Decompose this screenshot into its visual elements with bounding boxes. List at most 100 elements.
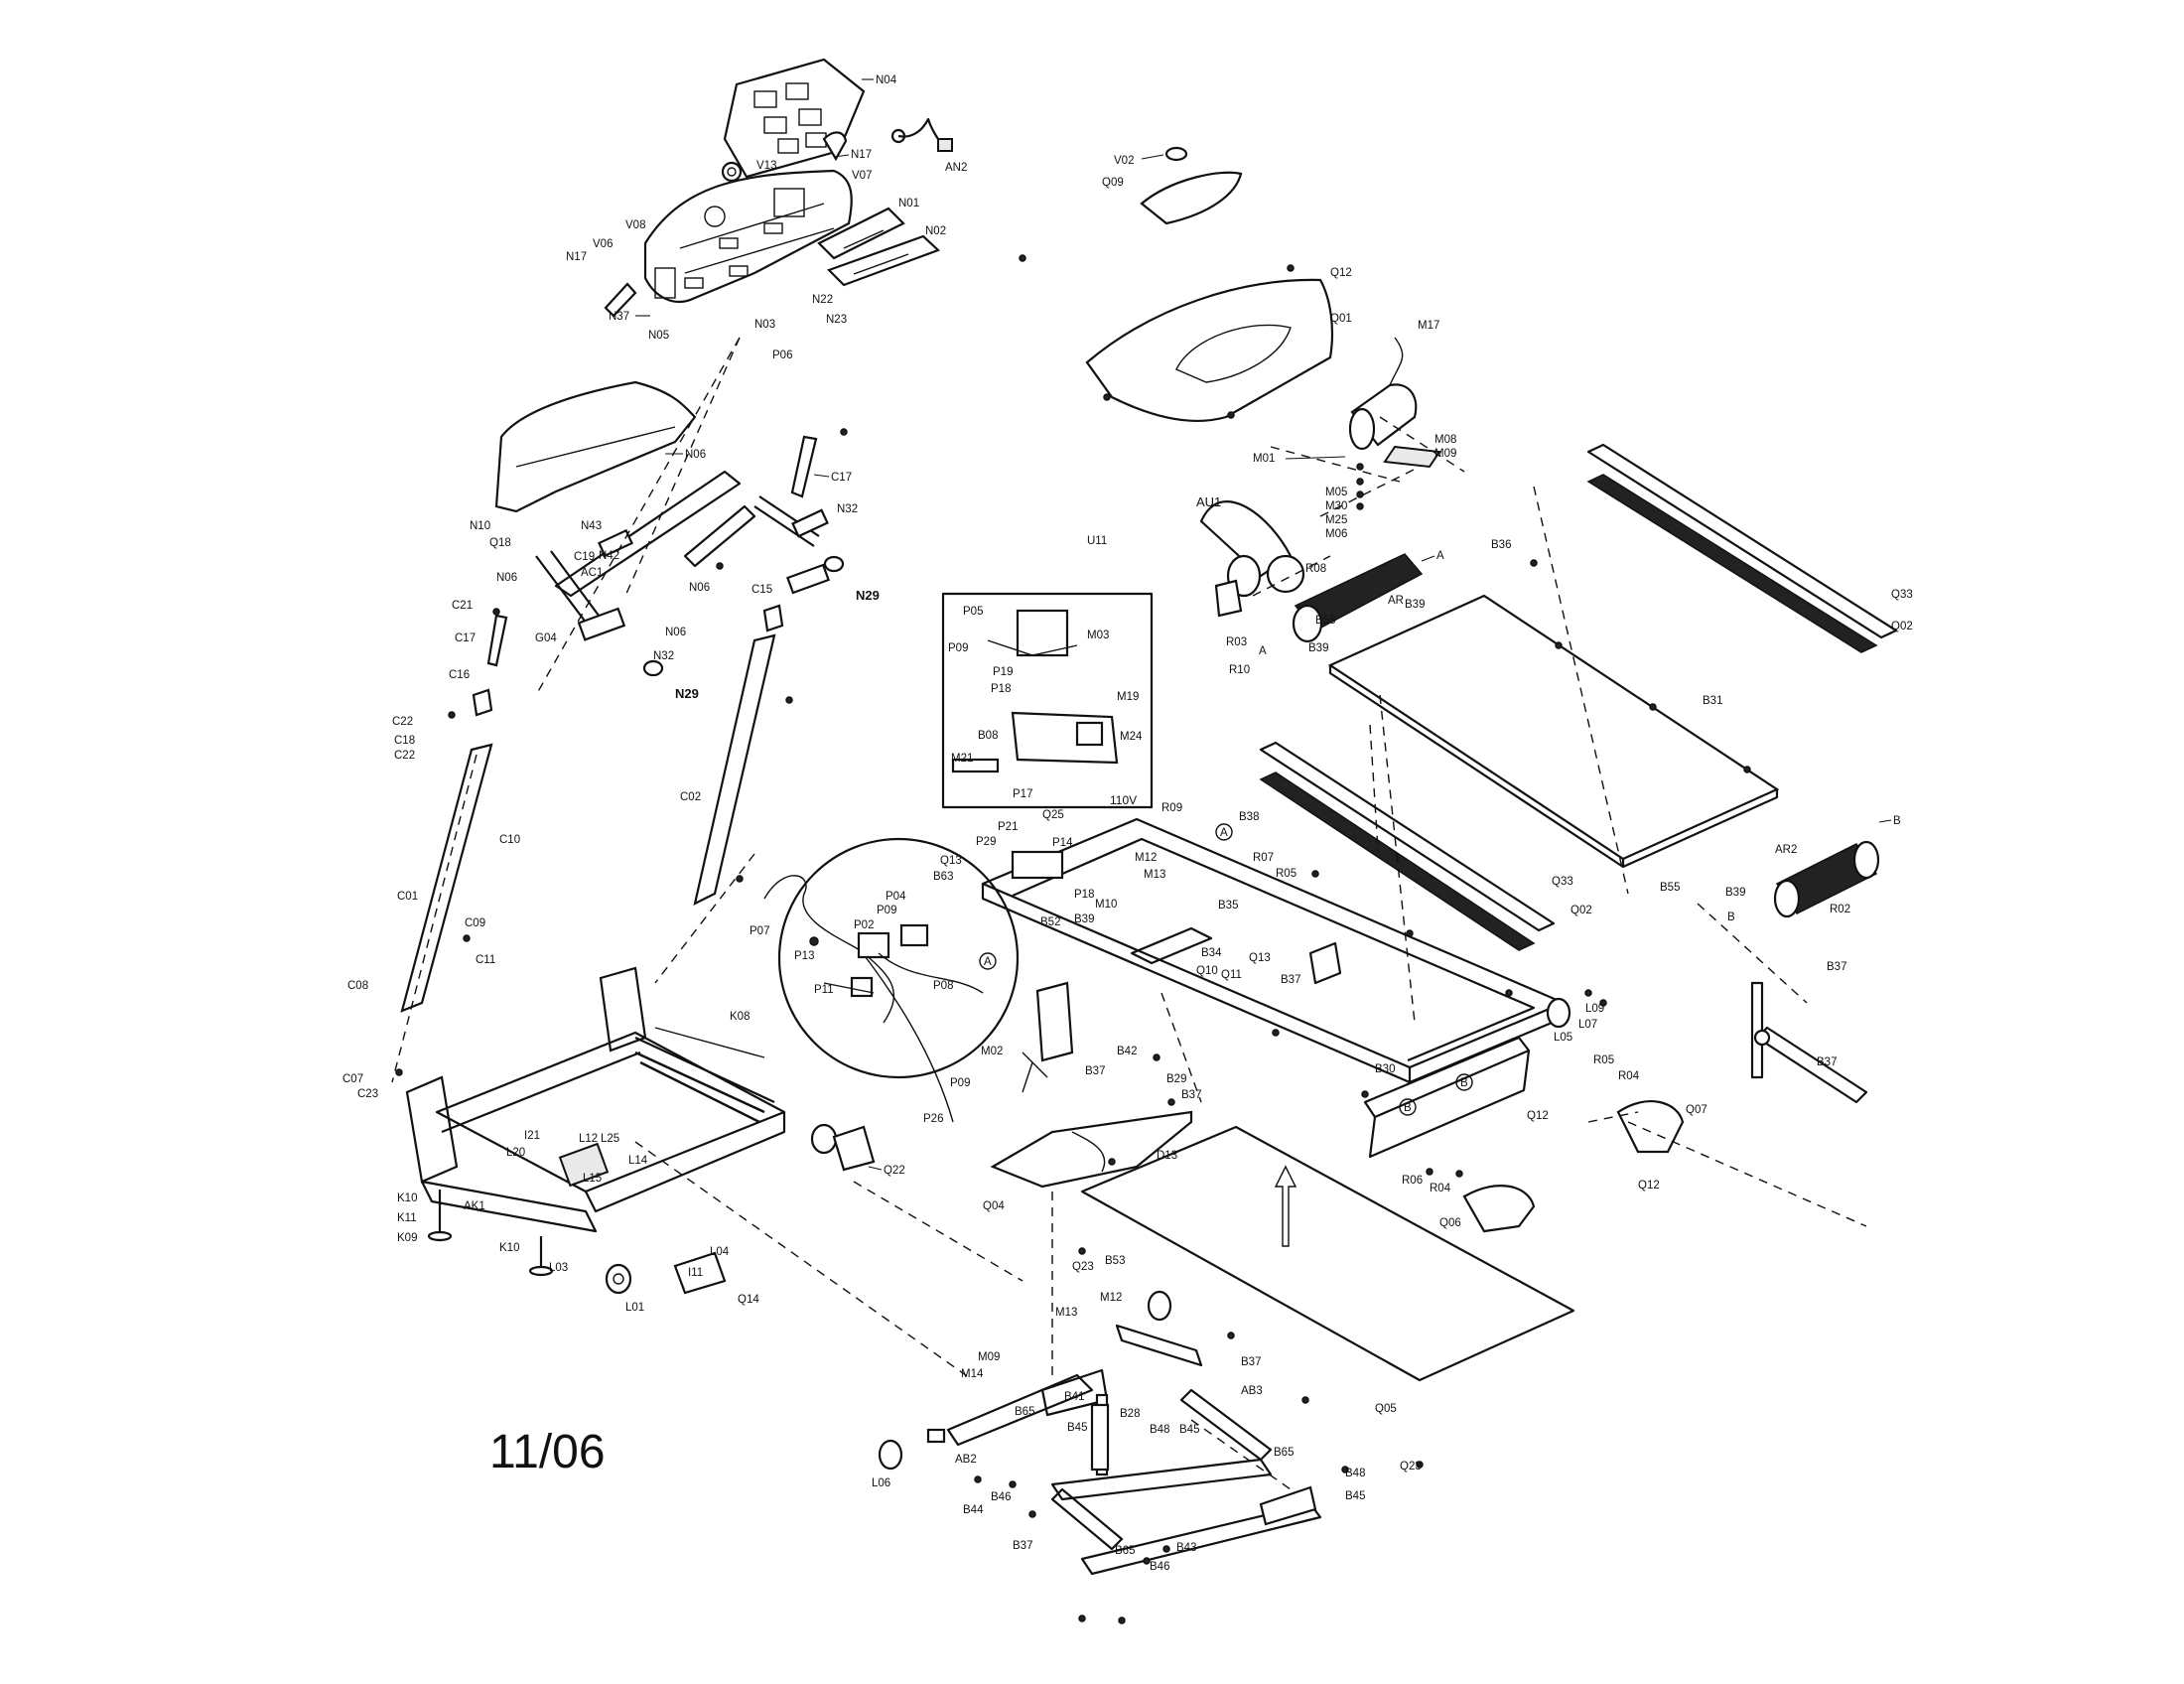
svg-text:L14: L14 — [628, 1155, 648, 1167]
svg-text:Q09: Q09 — [1102, 177, 1124, 189]
svg-text:Q18: Q18 — [489, 537, 511, 549]
svg-text:M17: M17 — [1418, 320, 1439, 332]
callout-m24: M24 — [1120, 731, 1143, 743]
callout-n29b: N29 — [675, 686, 699, 701]
svg-text:AB2: AB2 — [955, 1454, 977, 1466]
svg-text:K10: K10 — [397, 1193, 417, 1204]
svg-text:AR: AR — [1388, 595, 1404, 607]
svg-text:Q06: Q06 — [1439, 1217, 1461, 1229]
svg-text:Q33: Q33 — [1891, 589, 1913, 601]
svg-text:V06: V06 — [593, 238, 613, 250]
callout-p11: P11 — [814, 984, 834, 996]
svg-text:B36: B36 — [1491, 539, 1511, 551]
callout-l09: L09 — [1585, 1003, 1604, 1015]
svg-text:AU1: AU1 — [1196, 494, 1221, 509]
svg-text:Q13: Q13 — [1249, 952, 1271, 964]
svg-text:M06: M06 — [1325, 528, 1347, 540]
svg-text:P29: P29 — [976, 836, 996, 848]
callout-b42: B42 — [1117, 1046, 1137, 1057]
callout-k10a: K10 — [397, 1193, 417, 1204]
callout-q23a: Q23 — [1072, 1261, 1094, 1273]
svg-text:P14: P14 — [1052, 837, 1073, 849]
wheel-l05 — [1546, 997, 1571, 1029]
svg-text:B39: B39 — [1725, 887, 1745, 899]
svg-text:M01: M01 — [1253, 453, 1275, 465]
svg-text:N04: N04 — [876, 74, 897, 86]
svg-text:L01: L01 — [625, 1302, 644, 1314]
svg-text:M02: M02 — [981, 1046, 1003, 1057]
callout-m25: M25 — [1325, 514, 1347, 526]
callout-q02a: Q02 — [1891, 621, 1913, 632]
callout-c07: C07 — [342, 1073, 363, 1085]
svg-text:V08: V08 — [625, 219, 645, 231]
svg-text:B65: B65 — [1274, 1447, 1294, 1459]
callout-m14: M14 — [961, 1368, 984, 1380]
callout-b55b: B55 — [1660, 882, 1680, 894]
deck-b31 — [1327, 594, 1780, 861]
svg-text:C23: C23 — [357, 1088, 378, 1100]
svg-text:M14: M14 — [961, 1368, 984, 1380]
callout-r03: R03 — [1226, 636, 1247, 648]
callout-d13: D13 — [1157, 1150, 1177, 1162]
svg-text:Q12: Q12 — [1527, 1110, 1549, 1122]
svg-text:M19: M19 — [1117, 691, 1139, 703]
svg-text:B45: B45 — [1179, 1424, 1199, 1436]
svg-text:Q07: Q07 — [1686, 1104, 1707, 1116]
svg-text:R09: R09 — [1161, 802, 1182, 814]
svg-text:B48: B48 — [1150, 1424, 1169, 1436]
callout-m01: M01 — [1253, 453, 1346, 465]
svg-text:N42: N42 — [599, 550, 619, 562]
grip-c17b — [486, 614, 508, 667]
callout-ar: AR — [1388, 595, 1404, 607]
motor-tray-q04 — [990, 1110, 1193, 1189]
callout-c17b: C17 — [455, 632, 476, 644]
svg-text:M21: M21 — [951, 753, 973, 765]
svg-text:B30: B30 — [1375, 1063, 1395, 1075]
svg-text:N06: N06 — [665, 627, 686, 638]
svg-text:B55: B55 — [1660, 882, 1680, 894]
callout-b46b: B46 — [1150, 1561, 1169, 1573]
svg-text:R10: R10 — [1229, 664, 1250, 676]
callout-110v: 110V — [1110, 793, 1137, 807]
callout-c09: C09 — [465, 917, 485, 929]
callout-n06d: N06 — [665, 627, 686, 638]
callout-v06: V06 — [593, 238, 613, 250]
callout-c23: C23 — [357, 1088, 378, 1100]
callout-p26: P26 — [923, 1113, 943, 1125]
callout-a2: A — [1259, 645, 1267, 657]
callout-c17a: C17 — [813, 472, 852, 484]
svg-text:Q12: Q12 — [1638, 1180, 1660, 1192]
callout-r04a: R04 — [1618, 1070, 1640, 1082]
svg-text:B52: B52 — [1040, 916, 1060, 928]
svg-text:B37: B37 — [1085, 1065, 1105, 1077]
callout-i11: I11 — [688, 1267, 703, 1279]
callout-v02: V02 — [1114, 154, 1164, 167]
svg-text:Q02: Q02 — [1891, 621, 1913, 632]
callout-n32b: N32 — [653, 650, 674, 662]
svg-text:M09: M09 — [978, 1351, 1000, 1363]
svg-text:N22: N22 — [812, 294, 833, 306]
callout-n42: N42 — [599, 550, 619, 562]
svg-text:Q04: Q04 — [983, 1200, 1005, 1212]
callout-g04: G04 — [535, 632, 557, 644]
svg-text:P19: P19 — [993, 666, 1013, 678]
callout-ar2: AR2 — [1775, 844, 1797, 856]
callout-p21: P21 — [998, 821, 1018, 833]
svg-text:I21: I21 — [524, 1130, 540, 1142]
callout-l25: L25 — [601, 1133, 619, 1145]
svg-text:P18: P18 — [991, 683, 1011, 695]
rod-k08 — [654, 1027, 765, 1058]
callout-b39c: B39 — [1074, 913, 1094, 925]
callout-q22: Q22 — [868, 1165, 905, 1177]
svg-text:N10: N10 — [470, 520, 490, 532]
callout-m30: M30 — [1325, 500, 1347, 512]
svg-text:B53: B53 — [1105, 1255, 1125, 1267]
callout-q06: Q06 — [1439, 1217, 1461, 1229]
svg-text:N06: N06 — [685, 449, 706, 461]
svg-text:B42: B42 — [1117, 1046, 1137, 1057]
callout-ab2: AB2 — [955, 1454, 977, 1466]
svg-text:B48: B48 — [1345, 1468, 1365, 1479]
console-overlay-n04 — [723, 58, 866, 179]
callout-v08: V08 — [625, 219, 645, 231]
